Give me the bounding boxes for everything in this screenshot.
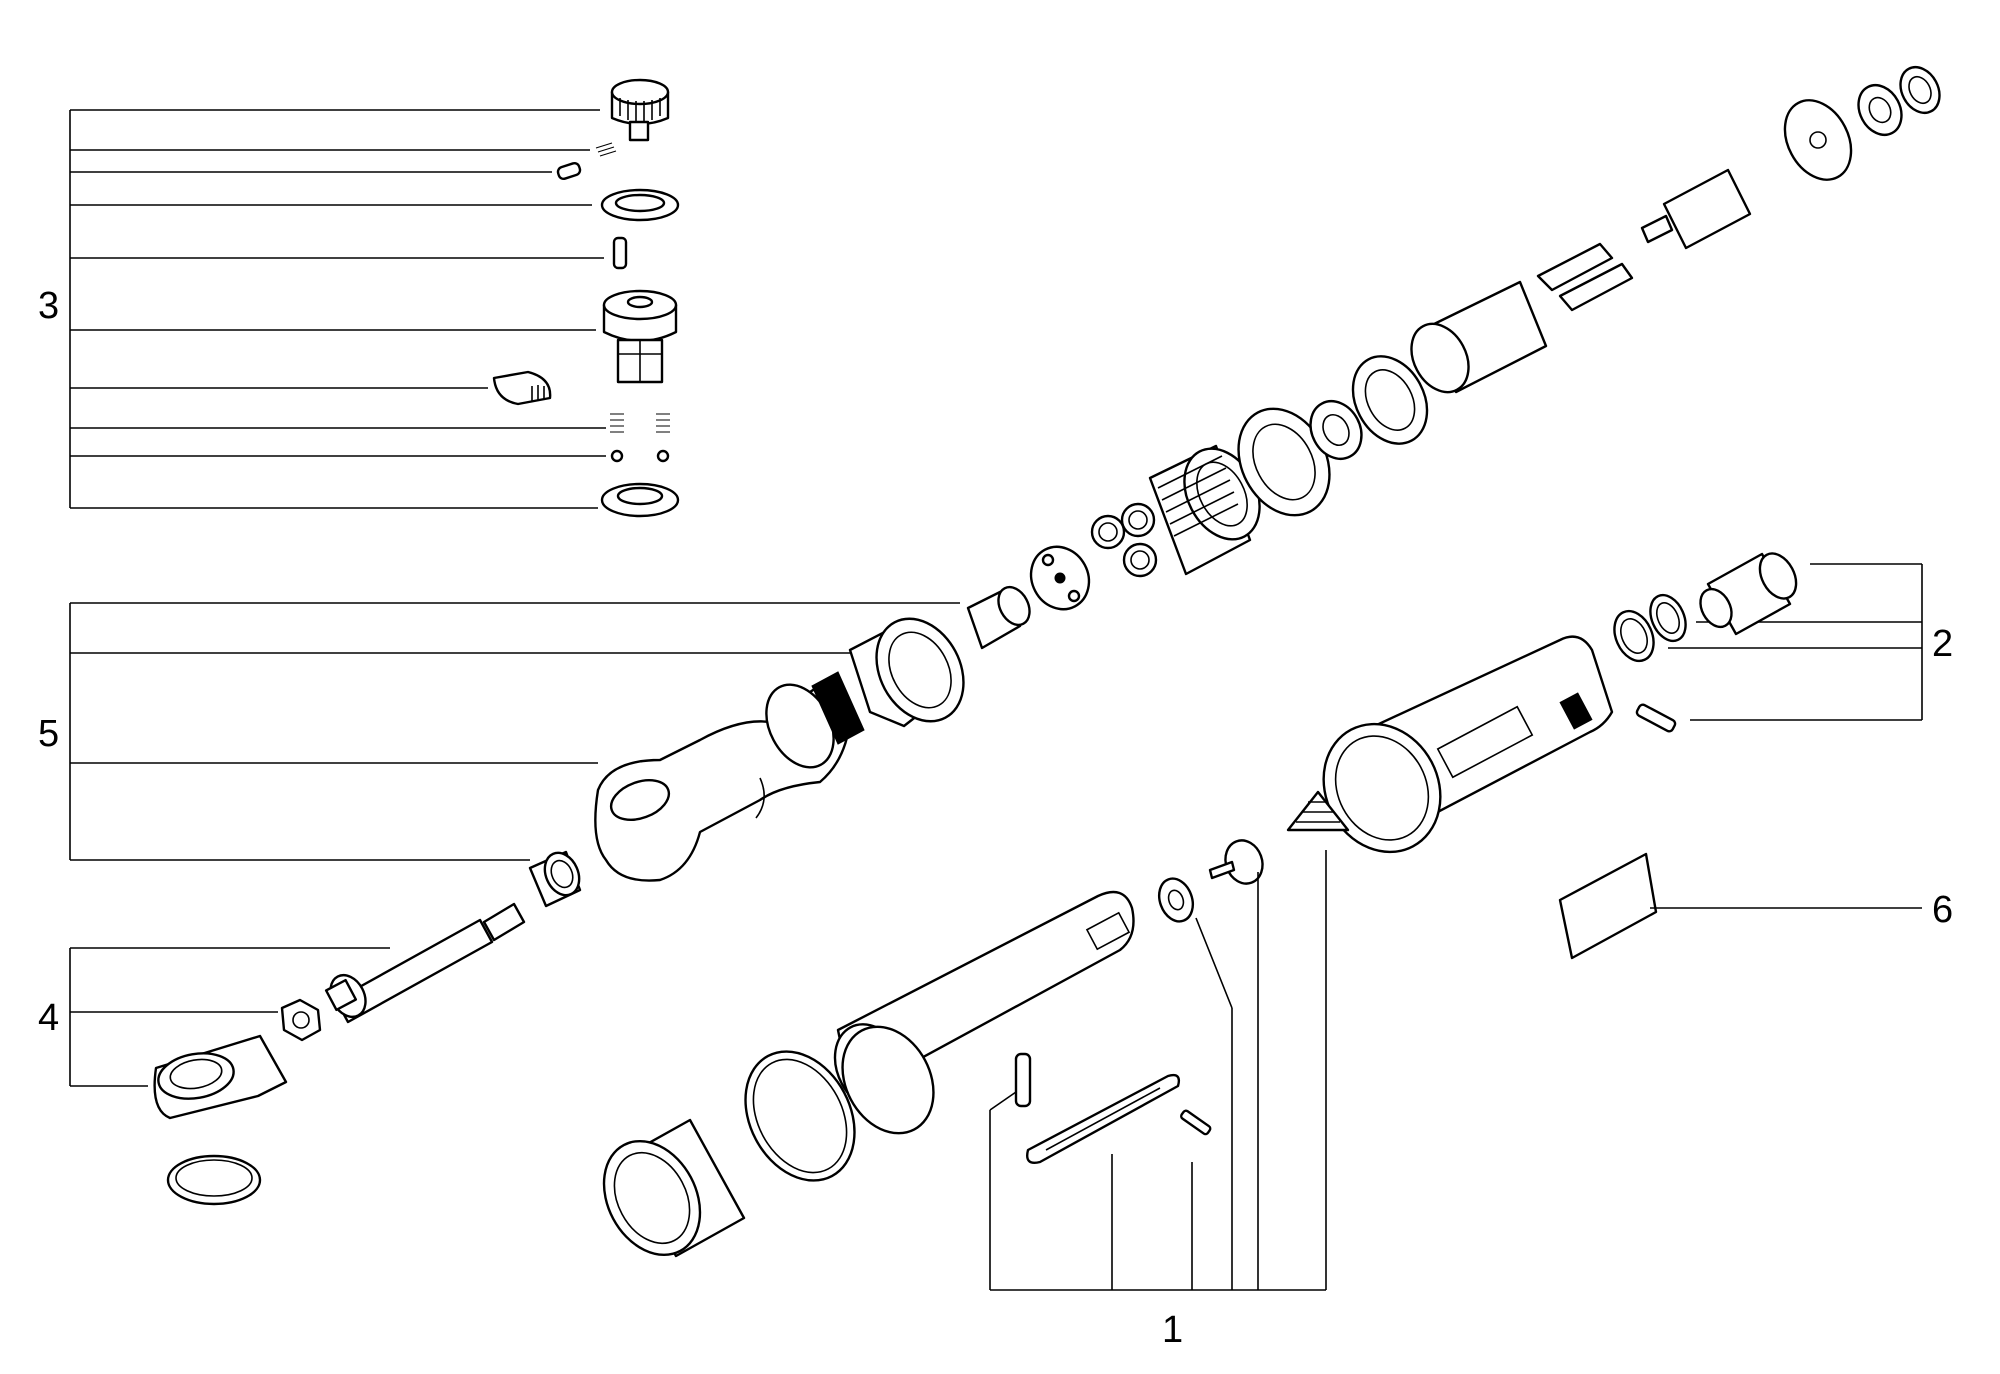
part-trigger-lever	[1026, 1073, 1181, 1164]
label-group-5: 5	[38, 713, 59, 755]
part-ratchet-head	[594, 671, 865, 882]
part-ball-bearing-rear	[1857, 83, 1903, 137]
part-valve-pin	[1635, 703, 1677, 733]
part-drive-shaft	[324, 902, 526, 1024]
group-4-leader-lines	[69, 947, 390, 1087]
label-group-2: 2	[1932, 623, 1953, 665]
part-roll-pin	[1014, 1052, 1032, 1108]
part-trigger-pin	[1180, 1109, 1212, 1136]
part-o-ring-small-b	[1613, 609, 1655, 663]
part-reverse-lever	[492, 370, 552, 406]
part-cylinder	[1410, 280, 1548, 394]
part-large-o-ring	[744, 1050, 856, 1182]
part-throttle-valve	[1699, 552, 1798, 636]
part-grip-sleeve	[602, 1118, 746, 1258]
part-valve-seat	[1208, 839, 1264, 885]
part-front-end-plate	[1351, 355, 1429, 445]
part-knob	[610, 78, 670, 142]
part-head-nut	[848, 617, 965, 728]
label-group-6: 6	[1932, 889, 1953, 931]
part-balls-pair	[610, 449, 670, 463]
part-ratchet-drive	[602, 289, 678, 384]
part-rotor-blades	[1536, 242, 1634, 312]
part-motor-housing	[1322, 635, 1614, 854]
group-5-leader-lines	[69, 602, 960, 861]
part-hex-nut	[280, 998, 322, 1042]
part-planet-carrier	[1029, 545, 1091, 611]
part-handle-housing	[833, 890, 1135, 1135]
part-seal-washer	[1157, 877, 1195, 923]
part-o-ring-small-a	[1649, 593, 1687, 643]
label-group-3: 3	[38, 285, 59, 327]
part-ring-gear	[1148, 444, 1261, 576]
part-ball-bearing-front	[1309, 400, 1363, 460]
part-springs-pair	[610, 413, 670, 433]
group-1-leader-lines	[989, 850, 1327, 1291]
part-washer-large	[1237, 407, 1331, 517]
label-group-4: 4	[38, 997, 59, 1039]
part-washer-thin	[600, 188, 680, 222]
part-rotor	[1640, 168, 1752, 250]
part-ratchet-ring	[153, 1034, 288, 1120]
part-pin-vertical	[612, 236, 628, 270]
part-needle-bearing	[528, 850, 582, 908]
group-2-leader-lines	[1668, 563, 1923, 721]
part-label-plate	[1558, 852, 1658, 960]
part-rear-end-plate	[1783, 99, 1853, 181]
label-group-1: 1	[1162, 1309, 1183, 1351]
part-cone-spring	[1286, 790, 1350, 832]
part-pin-small	[556, 161, 582, 181]
part-spring-small	[595, 142, 617, 157]
part-washer-thick	[600, 482, 680, 518]
part-retaining-ring	[166, 1154, 262, 1206]
part-rear-seal	[1899, 65, 1941, 115]
group-3-leader-lines	[69, 109, 606, 509]
part-bushing	[966, 585, 1031, 650]
part-planet-gears	[1090, 502, 1158, 578]
